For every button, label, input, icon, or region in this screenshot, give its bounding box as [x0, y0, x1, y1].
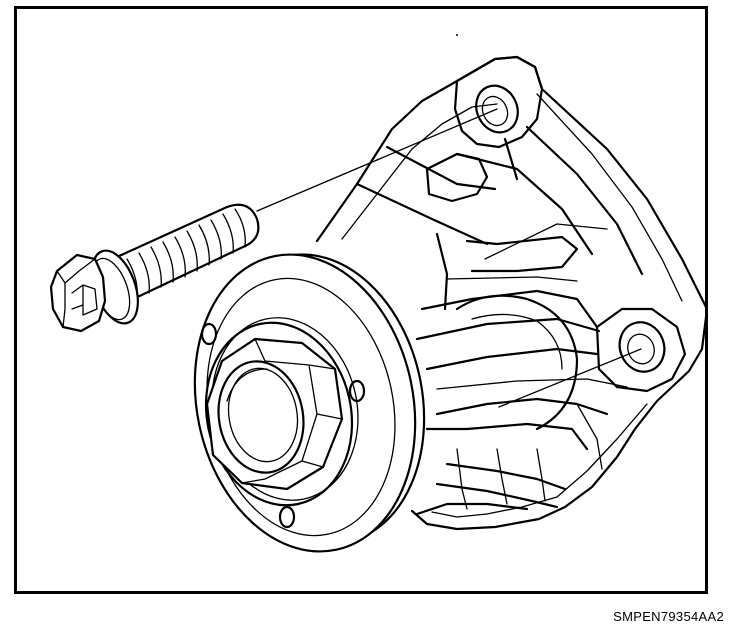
mounting-ear-upper [425, 55, 544, 203]
housing-ribs [355, 125, 644, 516]
upper-bolt-guide-line [256, 108, 498, 212]
water-pump-illustration [49, 34, 705, 553]
mounting-bolt [49, 203, 260, 333]
flange-hole-1 [200, 322, 218, 346]
illustration-frame [14, 6, 708, 594]
figure-reference-code: SMPEN79354AA2 [613, 609, 724, 624]
mounting-ear-lower [595, 307, 687, 393]
lower-bolt-guide-line [498, 348, 642, 408]
water-pump-body [256, 55, 705, 531]
bolt-threads [126, 208, 246, 300]
hub-nut [205, 337, 344, 491]
flange-hole-3 [278, 505, 296, 529]
